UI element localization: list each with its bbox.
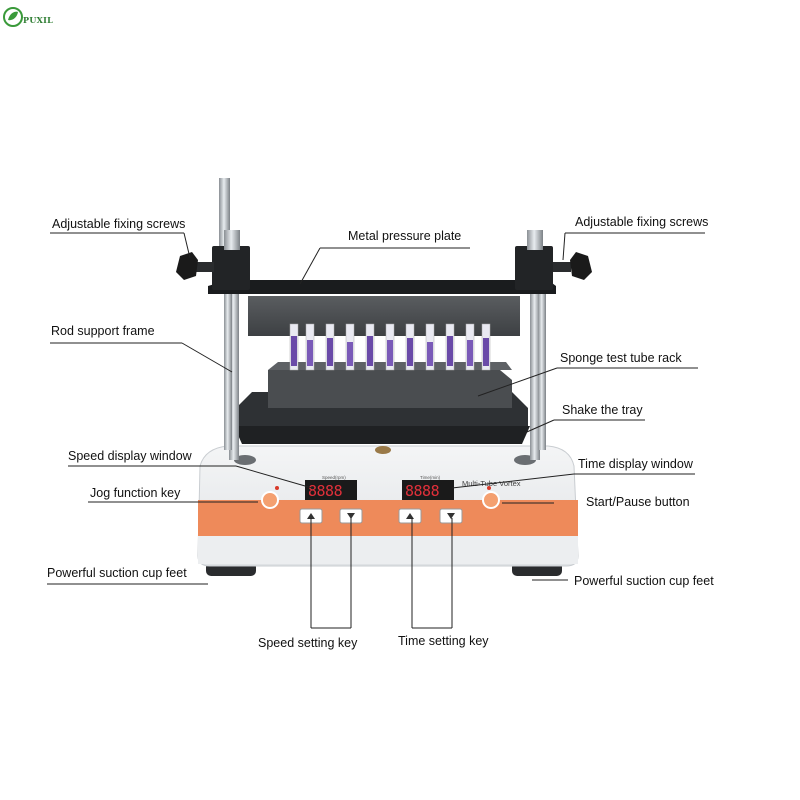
leaf-logo-icon	[3, 7, 23, 27]
callout-suction-left: Powerful suction cup feet	[47, 566, 187, 580]
callout-lines	[47, 232, 705, 629]
time-display-digits: 8888	[405, 482, 440, 500]
brand-name: PUXIL	[23, 15, 54, 25]
time-caption: Time(min)	[420, 475, 441, 480]
callout-jog-key: Jog function key	[90, 486, 181, 500]
brand-logo: PUXIL	[2, 4, 82, 30]
speed-caption: Speed(rpm)	[322, 475, 346, 480]
time-down-key[interactable]	[439, 508, 463, 524]
speed-up-key[interactable]	[299, 508, 323, 524]
callout-sponge-rack: Sponge test tube rack	[560, 351, 682, 365]
callout-suction-right: Powerful suction cup feet	[574, 574, 714, 588]
orange-accent-band	[198, 500, 578, 536]
speed-display-window	[305, 480, 357, 500]
jog-function-key[interactable]	[261, 491, 279, 509]
callout-shake-tray: Shake the tray	[562, 403, 643, 417]
start-pause-button[interactable]	[482, 491, 500, 509]
callout-fixing-screws-left: Adjustable fixing screws	[52, 217, 186, 231]
callout-fixing-screws-right: Adjustable fixing screws	[575, 215, 709, 229]
time-display-window	[402, 480, 454, 500]
callout-start-pause: Start/Pause button	[586, 495, 690, 509]
callout-speed-window: Speed display window	[68, 449, 192, 463]
callout-metal-plate: Metal pressure plate	[348, 229, 462, 243]
sponge-rack	[248, 296, 520, 408]
device-base	[197, 445, 579, 567]
callout-rod-frame: Rod support frame	[51, 324, 155, 338]
time-up-key[interactable]	[398, 508, 422, 524]
fixing-screws	[176, 230, 592, 290]
callout-speed-key: Speed setting key	[258, 636, 358, 650]
callout-time-key: Time setting key	[398, 634, 489, 648]
test-tubes	[289, 323, 491, 371]
metal-pressure-plate	[208, 280, 556, 294]
speed-display-digits: 8888	[308, 482, 343, 500]
callout-time-window: Time display window	[578, 457, 693, 471]
